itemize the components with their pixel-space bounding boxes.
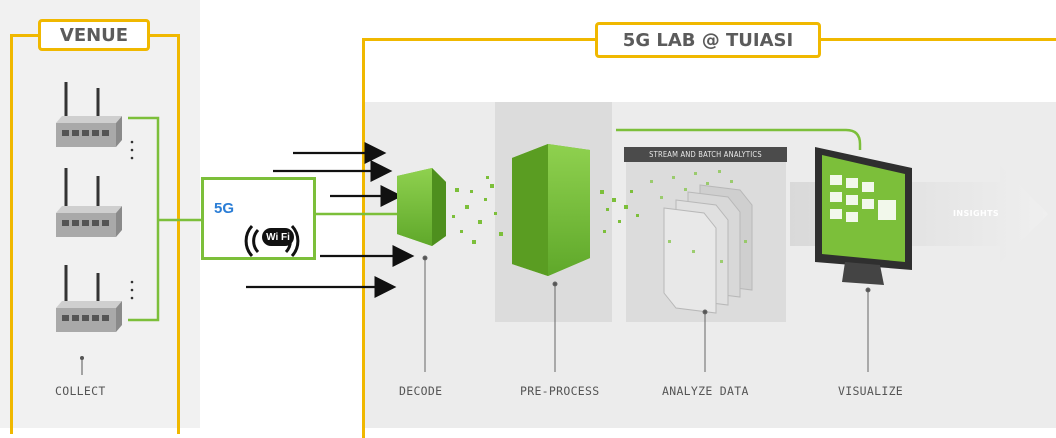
analytics-pixels	[650, 170, 747, 263]
decode-block-icon	[397, 168, 446, 246]
venue-bracket	[128, 116, 201, 322]
stage-label-visualize: VISUALIZE	[838, 384, 904, 398]
preprocess-block-icon	[512, 144, 590, 276]
router-icon	[56, 82, 122, 147]
monitor-icon	[616, 128, 912, 285]
collect-pin	[80, 356, 84, 375]
stage-pins	[422, 255, 871, 372]
stream-banner: STREAM AND BATCH ANALYTICS	[624, 147, 787, 162]
stage-label-analyze: ANALYZE DATA	[662, 384, 749, 398]
connectivity-box: 5G Wi Fi	[201, 177, 316, 260]
pipeline-graphic	[56, 82, 1048, 375]
router-icon	[56, 265, 122, 332]
fiveg-label: 5G	[214, 200, 235, 217]
venue-title: VENUE	[38, 19, 150, 51]
analytics-stack-icon	[663, 184, 753, 314]
stage-label-preprocess: PRE-PROCESS	[520, 384, 600, 398]
lab-title: 5G LAB @ TUIASI	[595, 22, 821, 58]
insights-label: INSIGHTS	[953, 209, 1000, 218]
pixel-particles	[452, 176, 639, 244]
wifi-badge: Wi Fi	[262, 228, 294, 246]
input-arrows	[246, 142, 415, 298]
ellipsis-dots	[130, 140, 134, 300]
collect-label: COLLECT	[55, 384, 106, 398]
stage-label-decode: DECODE	[399, 384, 443, 398]
router-icon	[56, 168, 122, 237]
